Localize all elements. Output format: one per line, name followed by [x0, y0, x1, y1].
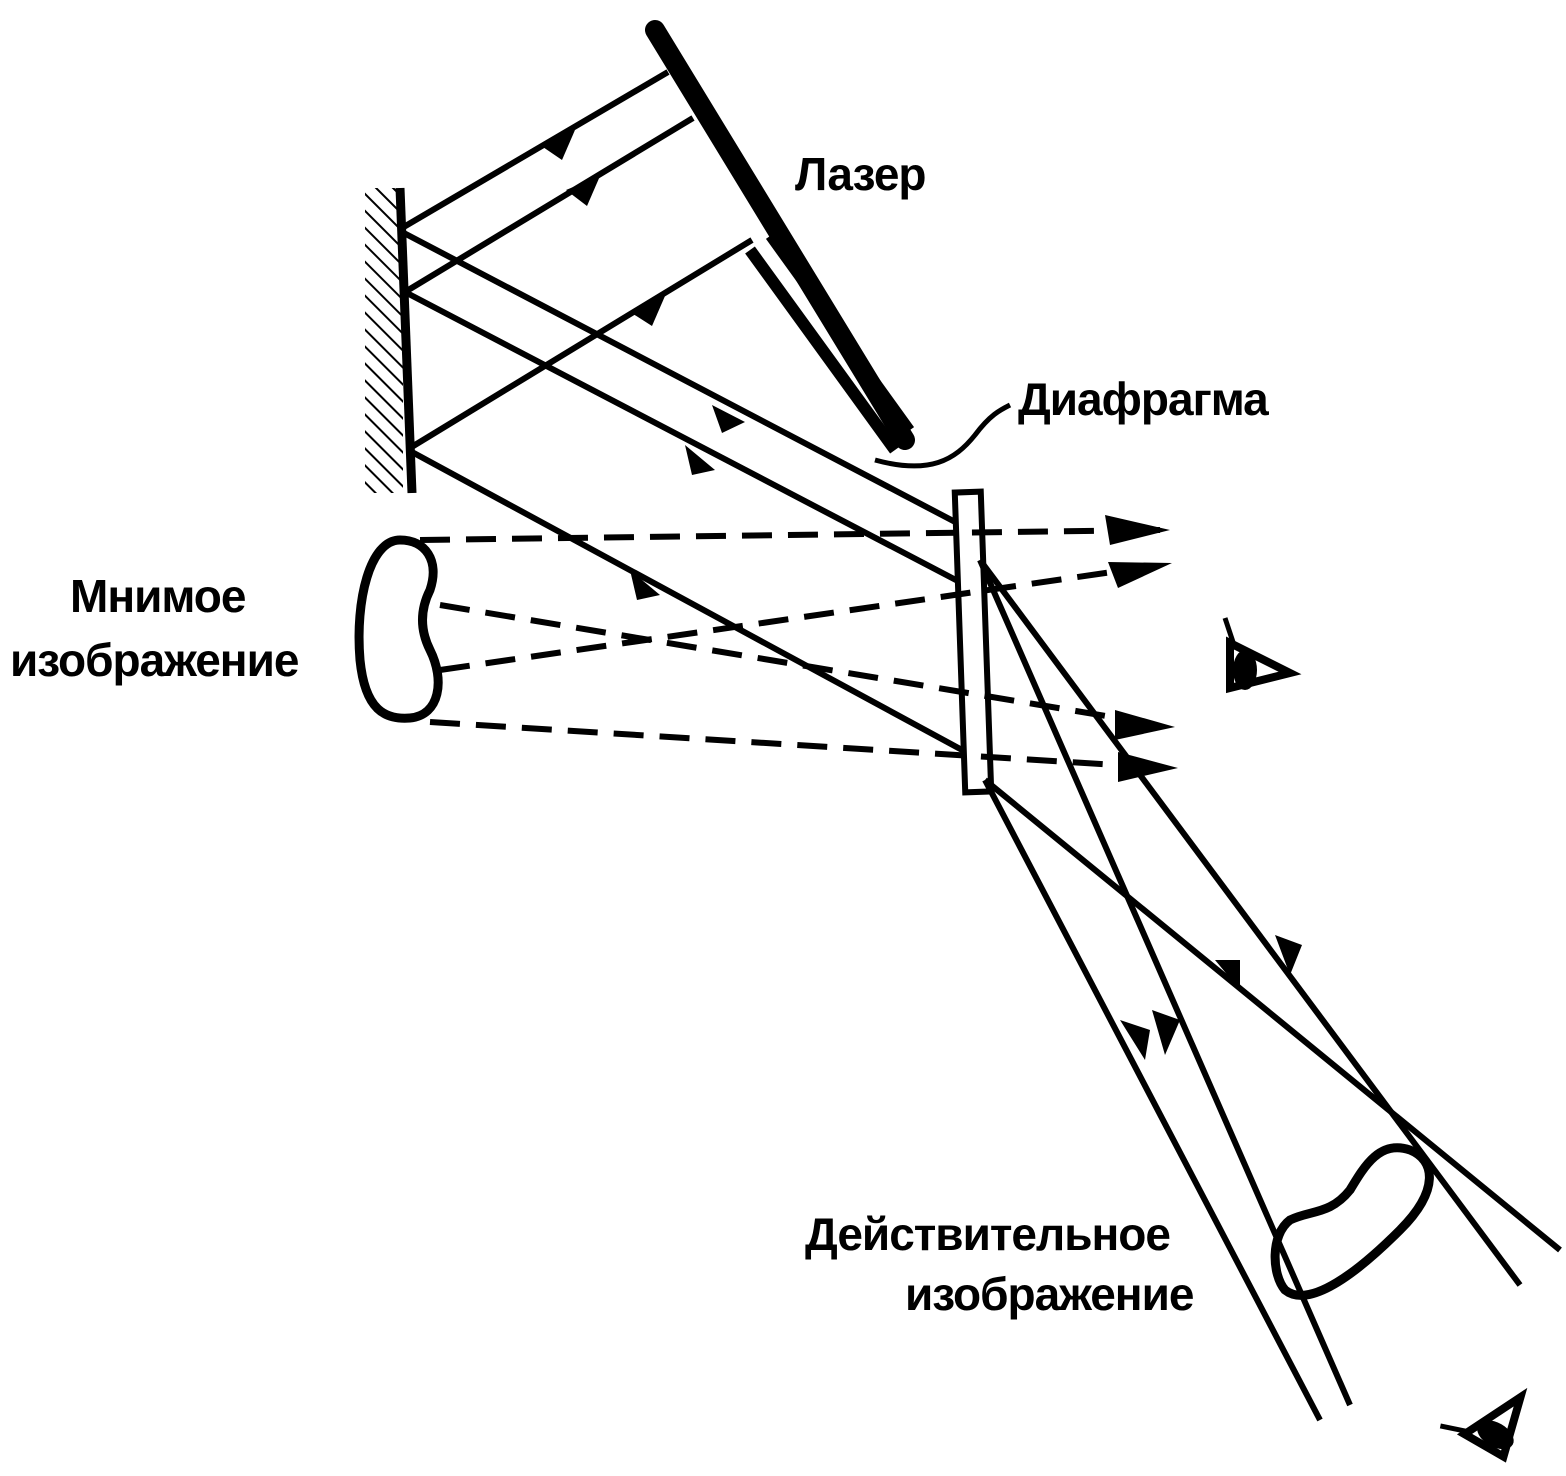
virtual-image-blob	[354, 535, 443, 723]
real-arrows	[1120, 935, 1302, 1060]
mirror-hatching	[365, 188, 403, 493]
virtual-image-rays	[419, 527, 1166, 771]
real-image-rays	[977, 558, 1562, 1422]
diaphragm-line-outer	[765, 233, 915, 433]
laser-beams	[400, 69, 982, 760]
mirror	[395, 187, 417, 494]
real-image-blob	[1270, 1143, 1434, 1300]
label-real-image-line1: Действительное	[805, 1208, 1170, 1260]
beam-arrows	[540, 130, 745, 600]
diaphragm-pointer	[874, 402, 1012, 469]
label-virtual-image-line2: изображение	[10, 634, 299, 686]
label-laser: Лазер	[795, 148, 926, 200]
label-diaphragm: Диафрагма	[1018, 373, 1269, 425]
eye-icon	[1439, 1387, 1528, 1463]
label-real-image-line2: изображение	[905, 1268, 1194, 1320]
label-virtual-image-line1: Мнимое	[70, 570, 246, 622]
virtual-arrows	[1105, 515, 1178, 782]
diaphragm-line-inner	[745, 246, 900, 454]
eye-icon	[1222, 617, 1302, 694]
